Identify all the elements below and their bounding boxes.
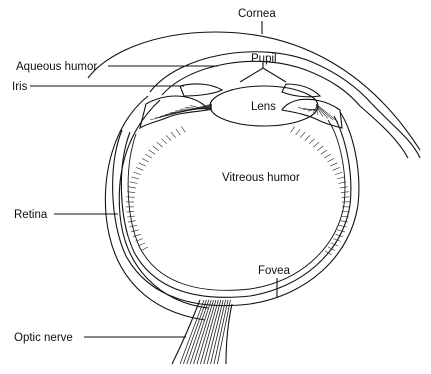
cornea-label: Cornea	[238, 8, 276, 20]
retina-hatch-mark	[340, 187, 348, 188]
retina-hatch-mark	[133, 234, 141, 236]
retina-hatch-mark	[132, 177, 140, 179]
ciliary-fiber-right	[298, 108, 316, 111]
retina-hatch-mark	[128, 187, 136, 188]
retina-hatch-mark	[153, 146, 159, 151]
retina-hatch-mark	[337, 230, 345, 232]
retina-hatch-mark	[134, 172, 141, 175]
retina-hatching	[126, 127, 350, 255]
retina-hatch-mark	[300, 132, 305, 138]
retina-hatch-mark	[337, 177, 345, 179]
sclera-right	[372, 104, 420, 158]
iris-right	[282, 84, 320, 97]
sclera-wall-inner	[119, 100, 208, 308]
retina-hatch-mark	[141, 247, 148, 251]
retina-hatch-mark	[342, 197, 350, 198]
retina-hatch-mark	[136, 167, 143, 170]
retina-hatch-mark	[161, 139, 167, 144]
aqueous-humor-label: Aqueous humor	[16, 61, 97, 73]
retina-inner	[121, 116, 351, 297]
retina-label: Retina	[14, 209, 48, 221]
retina-hatch-mark	[317, 146, 323, 151]
retina-hatch-mark	[127, 197, 135, 198]
retina-hatch-mark	[176, 129, 180, 135]
retina-outer	[113, 112, 359, 306]
retina-hatch-mark	[327, 158, 334, 162]
optic-nerve-fiber	[187, 300, 209, 364]
retina-hatch-mark	[130, 182, 138, 184]
ciliary-striations	[150, 104, 338, 122]
retina-hatch-mark	[339, 225, 347, 227]
optic-nerve-fiber	[217, 300, 230, 364]
retina-hatch-mark	[325, 251, 332, 255]
retina-hatch-mark	[305, 135, 310, 140]
optic-nerve-sheath-right	[226, 304, 232, 364]
optic-nerve-sheath-left	[172, 300, 200, 364]
retina-hatch-mark	[335, 172, 342, 175]
retina-hatch-mark	[138, 243, 145, 246]
sclera-outer	[216, 32, 420, 150]
retina-hatch-mark	[145, 154, 152, 158]
optic-nerve-fibers	[180, 300, 230, 364]
retina-hatch-mark	[139, 163, 146, 166]
retina-hatch-mark	[131, 230, 139, 232]
retina-hatch-mark	[340, 221, 348, 222]
vitreous-humor-label: Vitreous humor	[222, 172, 300, 184]
retina-hatch-mark	[129, 225, 137, 227]
retina-hatch-mark	[330, 163, 337, 166]
retina-hatch-mark	[181, 127, 185, 133]
retina-hatch-mark	[321, 150, 327, 154]
retina-hatch-mark	[309, 139, 315, 144]
retina-hatch-mark	[157, 142, 163, 147]
pupil-label: Pupil	[251, 53, 277, 65]
retina-hatch-mark	[126, 211, 134, 212]
retina-hatch-mark	[291, 127, 295, 133]
pupil-leader	[240, 62, 286, 82]
retina-hatch-mark	[313, 142, 319, 147]
lens-label: Lens	[251, 101, 276, 113]
iris-left	[180, 84, 222, 96]
retina-hatch-mark	[324, 154, 331, 158]
optic-nerve-label: Optic nerve	[14, 332, 73, 344]
retina-hatch-mark	[333, 167, 340, 170]
fovea-label: Fovea	[258, 265, 291, 277]
retina-hatch-mark	[171, 132, 176, 138]
sclera-outer-left	[88, 32, 216, 78]
retina-hatch-mark	[296, 129, 300, 135]
retina-hatch-mark	[149, 150, 155, 154]
retina-hatch-mark	[328, 247, 335, 251]
retina-hatch-mark	[166, 135, 171, 140]
retina-hatch-mark	[142, 158, 149, 162]
iris-label: Iris	[12, 81, 28, 93]
ciliary-fiber-right	[316, 105, 333, 120]
